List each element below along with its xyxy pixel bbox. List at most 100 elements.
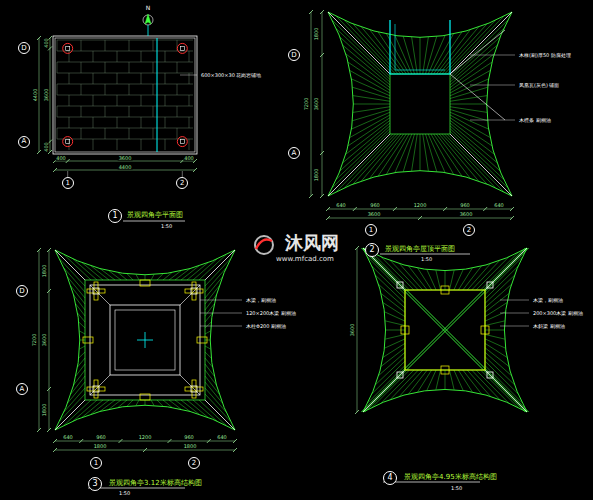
bracket: [140, 394, 150, 400]
paving-joint: [141, 95, 142, 106]
node-text: 1: [112, 212, 117, 220]
dimension-tick: [168, 439, 172, 443]
dimension-tick: [320, 151, 324, 155]
rafter-line: [409, 370, 428, 394]
rafter-line: [79, 352, 85, 358]
rafter-line: [386, 330, 405, 331]
rafter-line: [381, 348, 405, 367]
paving-joint: [57, 128, 193, 129]
axis-bubble: A: [18, 136, 30, 148]
paving-joint: [165, 51, 166, 62]
rafter-line: [485, 266, 518, 299]
rafter-line: [381, 370, 414, 403]
dimension-text: 1800: [314, 167, 319, 182]
column-symbol: [177, 43, 187, 53]
rafter-line: [336, 16, 392, 74]
rafter-line: [450, 104, 487, 105]
ring-beam: [405, 290, 485, 370]
rafter-line: [187, 400, 208, 417]
paving-joint: [141, 51, 142, 62]
leader-line: [500, 300, 529, 301]
rafter-line: [118, 273, 127, 280]
axis-bubble: D: [288, 49, 300, 61]
node-text: 3: [92, 480, 97, 488]
rafter-line: [395, 35, 412, 74]
rafter-line: [78, 358, 85, 367]
paving-joint: [57, 106, 58, 117]
column-core: [180, 140, 184, 144]
rafter-line: [445, 370, 446, 389]
rafter-line: [442, 24, 487, 74]
rafter-line: [418, 268, 432, 290]
paving-joint: [105, 62, 106, 73]
rafter-line: [351, 112, 390, 129]
paving-joint: [57, 95, 193, 96]
dimension-tick: [47, 387, 51, 391]
rafter-line: [74, 295, 85, 310]
paving-joint: [117, 51, 118, 62]
rafter-line: [476, 370, 509, 403]
rafter-line: [64, 388, 85, 412]
rafter-line: [352, 87, 390, 98]
rafter-line: [450, 109, 488, 120]
rafter-line: [340, 126, 390, 171]
rafter-line: [205, 382, 222, 403]
watermark-logo: [256, 240, 272, 249]
rafter-line: [454, 269, 463, 290]
rafter-line: [80, 340, 85, 341]
paving-joint: [57, 40, 58, 51]
paving-joint: [57, 84, 193, 85]
paving-joint: [141, 117, 142, 128]
column-symbol: [177, 137, 187, 147]
leader-line: [470, 55, 515, 56]
column-core: [66, 46, 70, 50]
diagonal-beam: [365, 248, 529, 412]
dimension-text: 3600: [118, 156, 133, 161]
column: [93, 386, 99, 392]
dimension-tick: [309, 10, 313, 14]
north-arrow: [143, 15, 153, 25]
dimension-tick: [37, 36, 41, 40]
rafter-line: [447, 16, 503, 74]
axis-bubble: 2: [176, 177, 188, 189]
paving-joint: [93, 95, 94, 106]
paving-joint: [165, 73, 166, 84]
rafter-line: [403, 134, 414, 172]
paving-joint: [105, 128, 106, 139]
rafter-line: [76, 304, 85, 316]
rafter-line: [485, 366, 522, 403]
rafter-line: [450, 123, 497, 162]
dimension-tick: [48, 46, 52, 50]
rafter-line: [449, 370, 454, 390]
rafter-line: [485, 321, 505, 326]
hip-ridge: [485, 370, 527, 412]
paving-joint: [129, 128, 130, 139]
rafter-line: [64, 268, 85, 292]
roof-eave-outline: [328, 12, 512, 196]
rafter-line: [350, 115, 390, 138]
dimension-text: 3600: [367, 212, 382, 217]
column-core: [66, 140, 70, 144]
paving-joint: [81, 62, 82, 73]
bracket: [197, 337, 207, 343]
rafter-line: [343, 45, 390, 84]
rafter-line: [205, 313, 212, 322]
view-title: 景观四角亭屋顶平面图: [384, 246, 456, 253]
dimension-tick: [53, 168, 57, 172]
dimension-tick: [393, 207, 397, 211]
plan-outline-outer: [53, 36, 197, 154]
rafter-line: [157, 400, 163, 406]
title-underline: [380, 254, 470, 255]
rafter-line: [345, 20, 396, 74]
paving-joint: [69, 139, 70, 150]
rafter-line: [361, 134, 400, 181]
node-text: 1: [65, 180, 69, 187]
paving-joint: [129, 84, 130, 95]
paving-joint: [165, 139, 166, 150]
leader-line: [500, 326, 529, 327]
rafter-line: [353, 24, 398, 74]
rafter-line: [412, 134, 418, 171]
annotation: N: [145, 5, 152, 11]
rafter-line: [199, 255, 226, 280]
bracket: [94, 282, 98, 300]
